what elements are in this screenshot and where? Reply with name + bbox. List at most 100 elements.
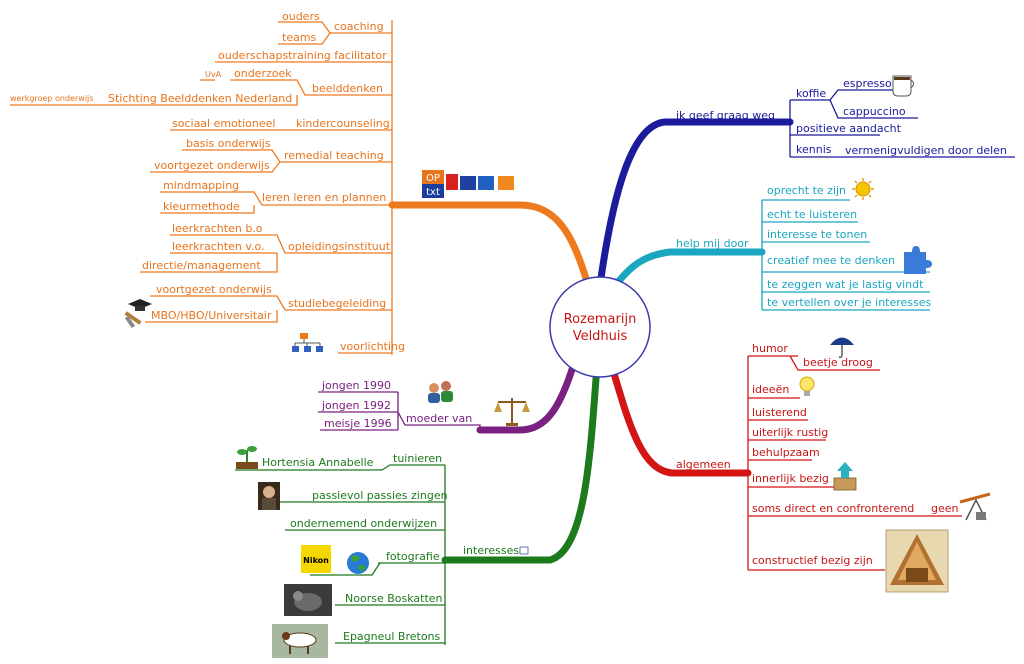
branch-label[interactable]: voorlichting (340, 340, 405, 353)
leaf-label[interactable]: Epagneul Bretons (343, 630, 441, 643)
leaf-label[interactable]: leerkrachten b.o (172, 222, 263, 235)
center-node[interactable]: Rozemarijn Veldhuis (549, 276, 651, 378)
leaf-label[interactable]: voortgezet onderwijs (156, 283, 272, 296)
leaf-label[interactable]: koffie (796, 87, 826, 100)
leaf-label[interactable]: passievol passies zingen (312, 489, 448, 502)
branch-label[interactable]: coaching (334, 20, 384, 33)
leaf-label[interactable]: leerkrachten v.o. (172, 240, 265, 253)
nikon-logo: Nikon (301, 545, 331, 573)
leaf-label[interactable]: jongen 1990 (321, 379, 391, 392)
leaf-label[interactable]: te vertellen over je interesses (767, 296, 932, 309)
graduation-cap-icon (128, 299, 152, 311)
house-photo (885, 529, 949, 593)
leaf-label[interactable]: vermenigvuldigen door delen (845, 144, 1007, 157)
leaf-label[interactable]: espresso (843, 77, 892, 90)
branch-label[interactable]: remedial teaching (284, 149, 384, 162)
branch-label[interactable]: leren leren en plannen (262, 191, 386, 204)
branch-interesses (441, 361, 601, 564)
tools-icon (124, 311, 142, 329)
dog-photo (272, 624, 328, 658)
branch-label[interactable]: ik geef graag weg (676, 109, 775, 122)
org-chart-icon (292, 333, 323, 352)
center-line2: Veldhuis (573, 329, 628, 344)
leaf-label[interactable]: Hortensia Annabelle (262, 456, 374, 469)
work-labels: coaching ouders teams ouderschapstrainin… (10, 10, 405, 353)
leaf-label[interactable]: creatief mee te denken (767, 254, 895, 267)
help-section (761, 199, 930, 311)
oil-pump-icon (959, 492, 991, 521)
leaf-label[interactable]: MBO/HBO/Universitair (151, 309, 272, 322)
ik-geef-section (789, 89, 1015, 158)
leaf-label[interactable]: echt te luisteren (767, 208, 857, 221)
branch-label[interactable]: interesses (463, 544, 519, 557)
leaf-label[interactable]: ouders (282, 10, 320, 23)
leaf-label[interactable]: geen (931, 502, 959, 515)
leaf-label[interactable]: mindmapping (163, 179, 239, 192)
branch-help (608, 248, 766, 294)
branch-ik-geef (596, 118, 794, 289)
puzzle-icon (904, 246, 932, 274)
center-line1: Rozemarijn (564, 312, 637, 327)
scale-icon (494, 398, 530, 426)
interesses-labels: interesses tuinieren Hortensia Annabelle… (262, 452, 529, 643)
leaf-label[interactable]: humor (752, 342, 788, 355)
cat-photo (284, 584, 332, 616)
leaf-label[interactable]: tuinieren (393, 452, 442, 465)
leaf-label[interactable]: soms direct en confronterend (752, 502, 914, 515)
leaf-label[interactable]: beetje droog (803, 356, 873, 369)
leaf-label[interactable]: basis onderwijs (186, 137, 271, 150)
branch-label[interactable]: ouderschapstraining facilitator (218, 49, 387, 62)
leaf-label[interactable]: Stichting Beelddenken Nederland (108, 92, 292, 105)
optxt-logo: OP txt (422, 170, 514, 198)
box-arrow-icon (833, 462, 857, 491)
leaf-label[interactable]: voortgezet onderwijs (154, 159, 270, 172)
algemeen-labels: algemeen humor beetje droog ideeën luist… (676, 342, 959, 567)
branch-label[interactable]: help mij door (676, 237, 749, 250)
leaf-label[interactable]: meisje 1996 (324, 417, 392, 430)
branch-label[interactable]: algemeen (676, 458, 731, 471)
leaf-label[interactable]: onderzoek (234, 67, 292, 80)
plant-icon (236, 446, 258, 469)
logo-top: OP (426, 173, 440, 184)
leaf-label[interactable]: uiterlijk rustig (752, 426, 828, 439)
branch-label[interactable]: beelddenken (312, 82, 383, 95)
globe-icon (347, 552, 369, 574)
leaf-label[interactable]: kennis (796, 143, 832, 156)
lightbulb-icon (799, 376, 815, 396)
leaf-label[interactable]: constructief bezig zijn (752, 554, 873, 567)
leaf-label[interactable]: luisterend (752, 406, 807, 419)
leaf-label[interactable]: cappuccino (843, 105, 906, 118)
branch-label[interactable]: kindercounseling (296, 117, 390, 130)
leaf-label[interactable]: teams (282, 31, 317, 44)
work-section (10, 20, 396, 355)
leaf-label[interactable]: ideeën (752, 383, 789, 396)
help-labels: help mij door oprecht te zijn echt te lu… (676, 184, 932, 309)
leaf-label[interactable]: werkgroep onderwijs (10, 94, 93, 103)
leaf-label[interactable]: UvA (205, 70, 222, 79)
note-icon[interactable] (519, 546, 529, 555)
leaf-label[interactable]: positieve aandacht (796, 122, 902, 135)
leaf-label[interactable]: directie/management (142, 259, 261, 272)
leaf-label[interactable]: innerlijk bezig (752, 472, 829, 485)
branch-label[interactable]: opleidingsinstituut (288, 240, 391, 253)
people-icon (428, 381, 453, 403)
branch-label[interactable]: studiebegeleiding (288, 297, 386, 310)
leaf-label[interactable]: interesse te tonen (767, 228, 867, 241)
leaf-label[interactable]: jongen 1992 (321, 399, 391, 412)
leaf-label[interactable]: oprecht te zijn (767, 184, 846, 197)
moeder-section (318, 391, 481, 431)
branch-moeder (476, 356, 579, 434)
leaf-label[interactable]: te zeggen wat je lastig vindt (767, 278, 924, 291)
moeder-labels: moeder van jongen 1990 jongen 1992 meisj… (321, 379, 472, 430)
branch-label[interactable]: moeder van (406, 412, 472, 425)
leaf-label[interactable]: behulpzaam (752, 446, 820, 459)
logo-bottom: txt (426, 187, 440, 198)
leaf-label[interactable]: sociaal emotioneel (172, 117, 275, 130)
leaf-label[interactable]: fotografie (386, 550, 440, 563)
leaf-label[interactable]: ondernemend onderwijzen (290, 517, 437, 530)
ik-geef-labels: ik geef graag weg koffie espresso cappuc… (676, 77, 1007, 157)
sun-icon (852, 178, 874, 200)
leaf-label[interactable]: Noorse Boskatten (345, 592, 443, 605)
leaf-label[interactable]: kleurmethode (163, 200, 240, 213)
